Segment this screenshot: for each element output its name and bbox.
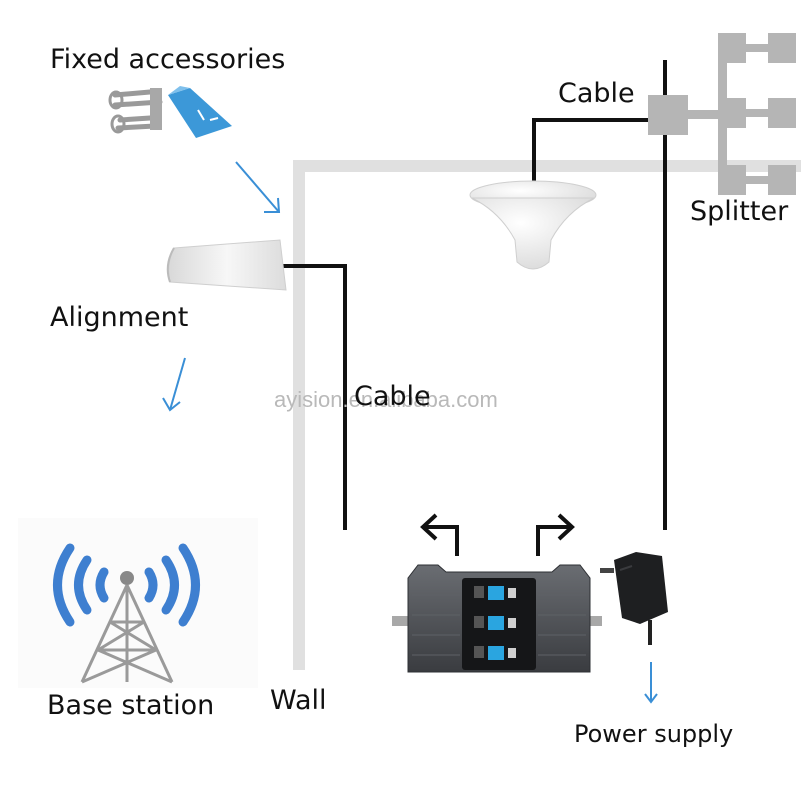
ceiling-antenna-icon (469, 180, 597, 270)
arrow-down-left-icon (162, 357, 186, 412)
power-adapter-icon (600, 552, 668, 645)
base-station-icon (18, 518, 258, 688)
base-station-label: Base station (47, 690, 215, 721)
arrow-down-icon (644, 662, 658, 704)
lcd-display-3 (474, 646, 516, 660)
outdoor-antenna-cable (280, 264, 347, 530)
splitter-label: Splitter (690, 196, 789, 227)
cables (280, 60, 667, 530)
splitter-icon (648, 33, 796, 195)
watermark: ayision.en.alibaba.com (274, 387, 498, 412)
arrow-up-right-icon (536, 513, 575, 556)
cable-label-middle: Cable (354, 381, 431, 412)
lcd-display-1 (474, 586, 516, 600)
arrow-up-left-icon (420, 513, 459, 556)
wall-label: Wall (270, 685, 327, 716)
signal-booster-icon (392, 564, 602, 673)
alignment-label: Alignment (50, 302, 189, 333)
bracket-accessory-icon (108, 86, 232, 138)
indoor-antenna-cable (532, 118, 665, 183)
fixed-accessories-label: Fixed accessories (50, 44, 286, 75)
outdoor-antenna-icon (166, 239, 287, 291)
cable-label-top: Cable (558, 78, 635, 109)
wall (293, 160, 801, 670)
lcd-display-2 (474, 616, 516, 630)
power-supply-label: Power supply (574, 720, 734, 748)
arrow-down-right-icon (235, 161, 281, 213)
